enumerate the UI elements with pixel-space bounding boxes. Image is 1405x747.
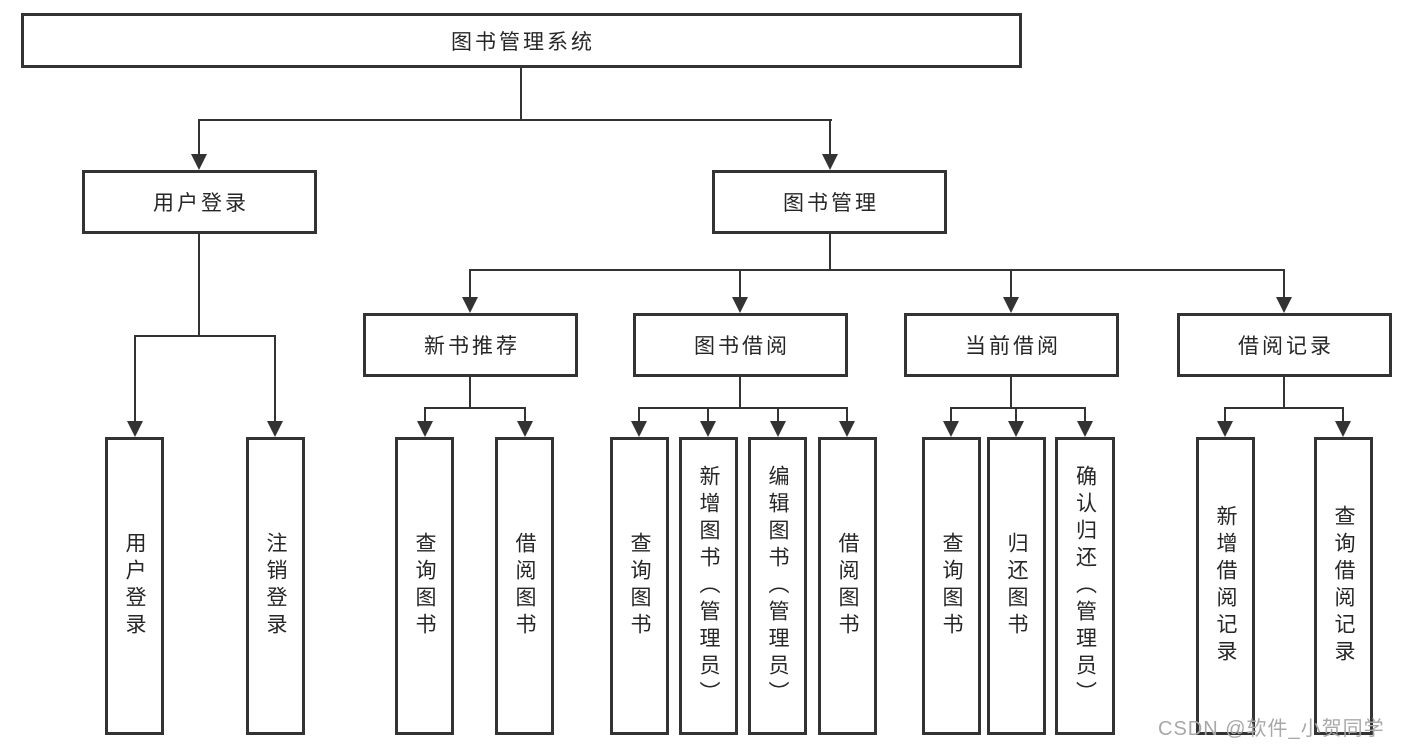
leaf-label: 借阅图书 xyxy=(513,532,536,640)
node-user-login: 用户登录 xyxy=(82,170,317,234)
arrowhead-down-icon xyxy=(732,297,748,313)
arrowhead-down-icon xyxy=(417,421,433,437)
arrowhead-down-icon xyxy=(1003,297,1019,313)
leaf-edit-books-admin: 编辑图书（管理员） xyxy=(748,437,807,735)
leaf-label: 编辑图书（管理员） xyxy=(766,464,789,708)
connector-to-book-management xyxy=(829,119,831,155)
leaf-query-books-current: 查询图书 xyxy=(922,437,981,735)
connector-leaf-stem xyxy=(846,407,848,421)
connector-leaf-stem xyxy=(1084,407,1086,421)
leaf-label: 查询借阅记录 xyxy=(1332,505,1355,667)
node-new-book-recommend-label: 新书推荐 xyxy=(424,335,520,358)
node-current-borrow-label: 当前借阅 xyxy=(965,335,1061,358)
leaf-label: 归还图书 xyxy=(1005,532,1028,640)
arrowhead-down-icon xyxy=(1335,421,1351,437)
node-book-borrow: 图书借阅 xyxy=(633,313,848,377)
node-book-management: 图书管理 xyxy=(712,170,947,234)
connector-to-leaf-logout xyxy=(274,335,276,421)
connector-leaf-stem xyxy=(524,407,526,421)
connector-book-management-split xyxy=(469,269,1285,271)
connector-to-borrow-records xyxy=(1283,269,1285,298)
arrowhead-down-icon xyxy=(943,421,959,437)
connector-new-book-recommend-stem xyxy=(469,377,471,409)
arrowhead-down-icon xyxy=(822,154,838,170)
leaf-label: 查询图书 xyxy=(940,532,963,640)
leaf-label: 新增借阅记录 xyxy=(1214,505,1237,667)
leaf-logout: 注销登录 xyxy=(246,437,305,735)
arrowhead-down-icon xyxy=(770,421,786,437)
connector-leaf-stem xyxy=(950,407,952,421)
connector-to-book-borrow xyxy=(739,269,741,298)
leaf-borrow-books-recommend: 借阅图书 xyxy=(495,437,554,735)
leaf-user-login: 用户登录 xyxy=(105,437,164,735)
leaf-return-books: 归还图书 xyxy=(987,437,1046,735)
connector-leaf-stem xyxy=(777,407,779,421)
connector-current-borrow-split xyxy=(950,407,1086,409)
connector-root-split xyxy=(198,119,832,121)
node-system-root: 图书管理系统 xyxy=(21,13,1022,68)
arrowhead-down-icon xyxy=(1008,421,1024,437)
leaf-label: 新增图书（管理员） xyxy=(697,464,720,708)
arrowhead-down-icon xyxy=(1276,297,1292,313)
connector-borrow-records-stem xyxy=(1283,377,1285,409)
node-current-borrow: 当前借阅 xyxy=(904,313,1119,377)
connector-to-leaf-user-login xyxy=(134,335,136,421)
arrowhead-down-icon xyxy=(462,297,478,313)
connector-to-user-login xyxy=(198,119,200,155)
connector-book-management-stem xyxy=(829,234,831,270)
node-borrow-records-label: 借阅记录 xyxy=(1238,335,1334,358)
connector-to-new-book-recommend xyxy=(469,269,471,298)
connector-current-borrow-stem xyxy=(1010,377,1012,409)
connector-root-stem xyxy=(520,68,522,120)
node-book-borrow-label: 图书借阅 xyxy=(694,335,790,358)
leaf-add-borrow-record: 新增借阅记录 xyxy=(1196,437,1255,735)
arrowhead-down-icon xyxy=(127,421,143,437)
connector-leaf-stem xyxy=(424,407,426,421)
node-book-management-label: 图书管理 xyxy=(783,192,879,215)
arrowhead-down-icon xyxy=(839,421,855,437)
leaf-confirm-return-admin: 确认归还（管理员） xyxy=(1055,437,1115,735)
leaf-label: 确认归还（管理员） xyxy=(1073,464,1097,708)
node-system-root-label: 图书管理系统 xyxy=(451,30,595,54)
node-new-book-recommend: 新书推荐 xyxy=(363,313,578,377)
connector-user-login-split xyxy=(134,335,276,337)
leaf-label: 借阅图书 xyxy=(836,532,859,640)
leaf-borrow-books-borrow: 借阅图书 xyxy=(818,437,877,735)
csdn-watermark: CSDN @软件_小贺同学 xyxy=(1158,718,1385,740)
connector-user-login-stem xyxy=(198,234,200,336)
connector-leaf-stem xyxy=(1342,407,1344,421)
arrowhead-down-icon xyxy=(1077,421,1093,437)
connector-leaf-stem xyxy=(707,407,709,421)
leaf-label: 用户登录 xyxy=(123,532,146,640)
arrowhead-down-icon xyxy=(267,421,283,437)
connector-book-borrow-split xyxy=(638,407,848,409)
connector-borrow-records-split xyxy=(1224,407,1344,409)
arrowhead-down-icon xyxy=(700,421,716,437)
connector-book-borrow-stem xyxy=(739,377,741,409)
arrowhead-down-icon xyxy=(191,154,207,170)
connector-leaf-stem xyxy=(638,407,640,421)
arrowhead-down-icon xyxy=(631,421,647,437)
connector-to-current-borrow xyxy=(1010,269,1012,298)
leaf-label: 查询图书 xyxy=(413,532,436,640)
connector-leaf-stem xyxy=(1224,407,1226,421)
connector-new-book-recommend-split xyxy=(424,407,526,409)
leaf-query-books-recommend: 查询图书 xyxy=(395,437,454,735)
leaf-query-borrow-record: 查询借阅记录 xyxy=(1314,437,1373,735)
leaf-label: 查询图书 xyxy=(628,532,651,640)
arrowhead-down-icon xyxy=(517,421,533,437)
leaf-add-books-admin: 新增图书（管理员） xyxy=(679,437,738,735)
node-borrow-records: 借阅记录 xyxy=(1177,313,1392,377)
node-user-login-label: 用户登录 xyxy=(153,192,249,215)
connector-leaf-stem xyxy=(1015,407,1017,421)
arrowhead-down-icon xyxy=(1217,421,1233,437)
leaf-label: 注销登录 xyxy=(264,532,287,640)
leaf-query-books-borrow: 查询图书 xyxy=(610,437,669,735)
